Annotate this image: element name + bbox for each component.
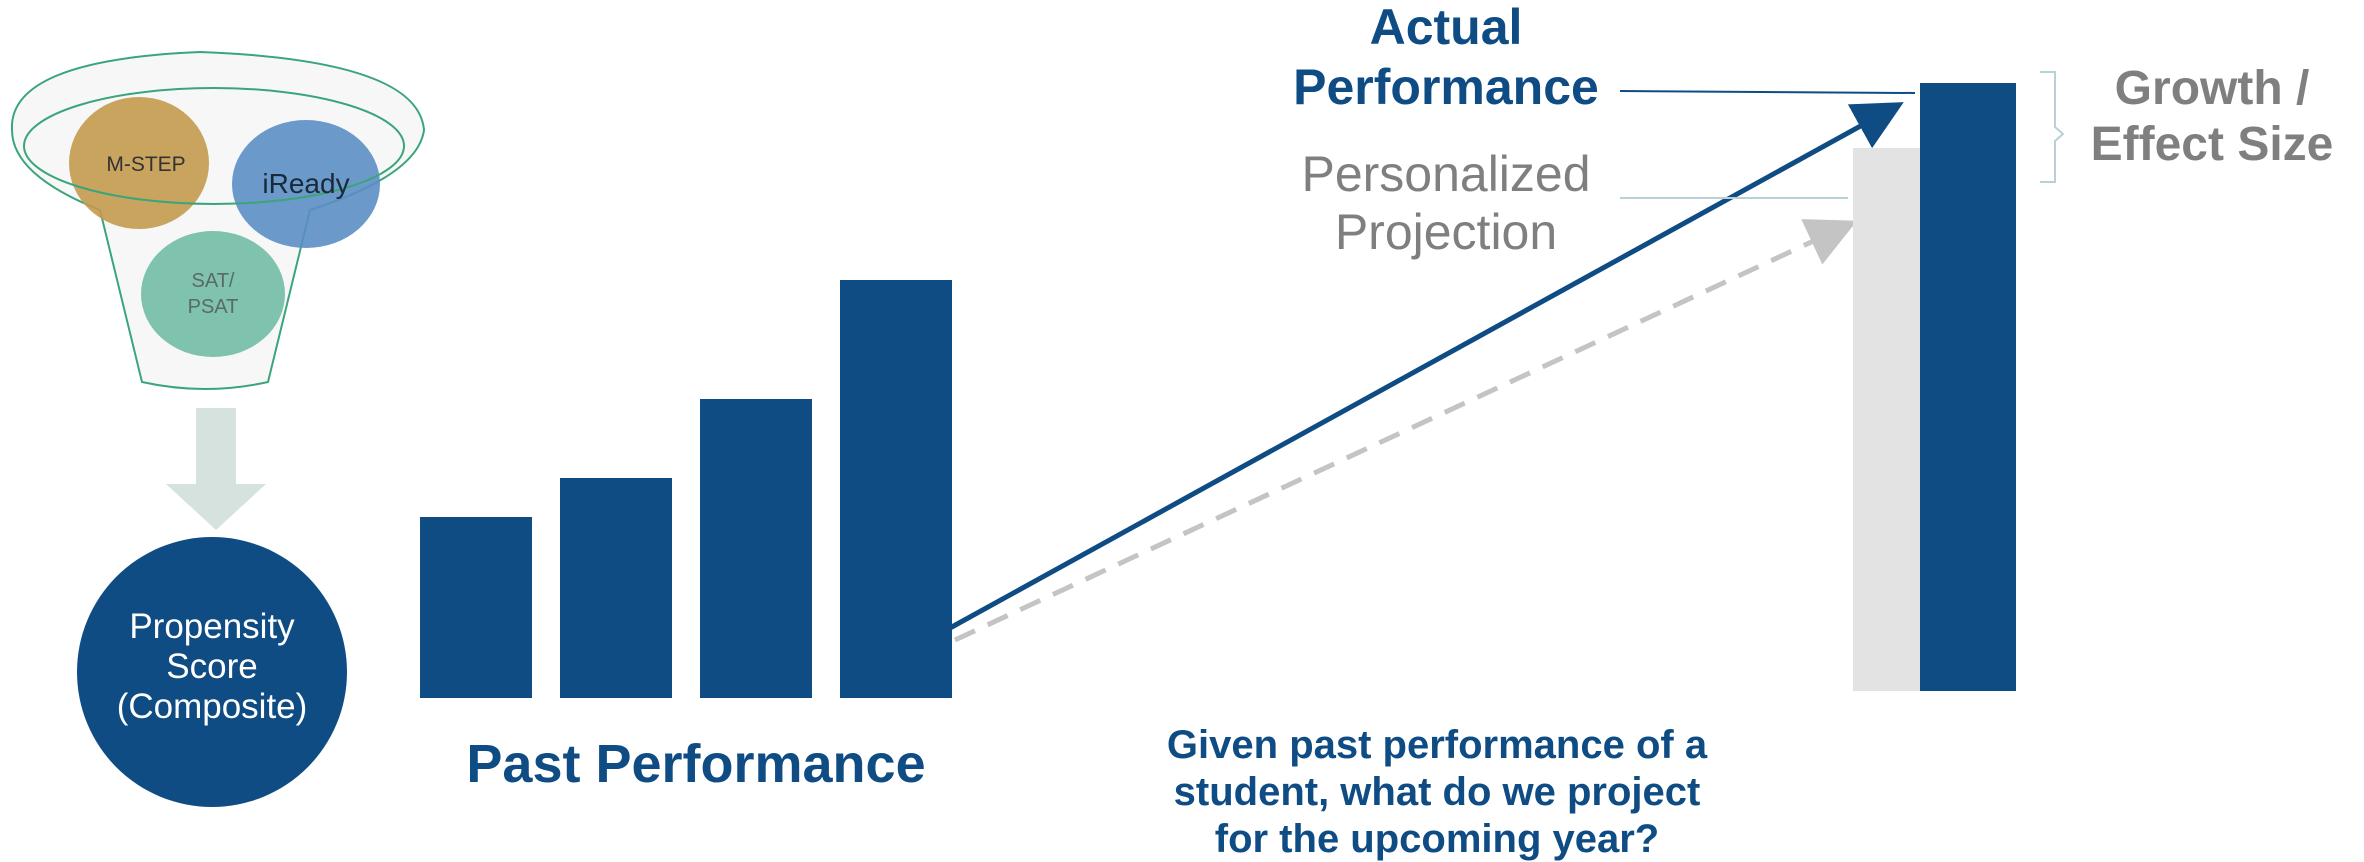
psat-label: PSAT: [188, 296, 239, 318]
propensity-line-3: (Composite): [117, 687, 308, 726]
growth-bracket: [2040, 71, 2065, 183]
past-bar-4: [840, 280, 952, 698]
projection-dashed-arrow: [953, 219, 1858, 643]
projection-bar: [1853, 148, 1923, 691]
propensity-line-1: Propensity: [129, 607, 295, 646]
actual-label-line-1: Actual: [1370, 0, 1523, 55]
actual-leader-line: [1619, 90, 1916, 94]
down-arrow-icon: [166, 408, 266, 530]
past-performance-label: Past Performance: [466, 734, 925, 794]
iready-label: iReady: [262, 168, 349, 199]
propensity-score-circle: Propensity Score (Composite): [77, 537, 347, 807]
past-bar-2: [560, 478, 672, 698]
data-sources-funnel: M-STEP iReady SAT/ PSAT: [10, 50, 426, 390]
question-line-3: for the upcoming year?: [1215, 817, 1660, 861]
past-bar-3: [700, 399, 812, 698]
projection-label-line-1: Personalized: [1301, 146, 1590, 202]
sat-label: SAT/: [192, 270, 235, 292]
question-line-1: Given past performance of a: [1167, 723, 1708, 767]
past-performance-bars: [420, 280, 952, 698]
propensity-line-2: Score: [166, 647, 257, 686]
past-bar-1: [420, 517, 532, 698]
m-step-label: M-STEP: [106, 153, 185, 176]
iready-circle: [232, 120, 380, 248]
actual-performance-arrow: [948, 102, 1904, 631]
question-line-2: student, what do we project: [1174, 770, 1701, 814]
sat-psat-circle: [141, 231, 285, 357]
m-step-circle: [69, 97, 209, 229]
actual-performance-bar: [1920, 83, 2016, 691]
funnel-rim: [23, 87, 405, 205]
projection-label-line-2: Projection: [1335, 204, 1557, 260]
growth-label-line-2: Effect Size: [2091, 118, 2334, 171]
growth-label-line-1: Growth /: [2115, 62, 2310, 115]
actual-label-line-2: Performance: [1293, 59, 1599, 115]
